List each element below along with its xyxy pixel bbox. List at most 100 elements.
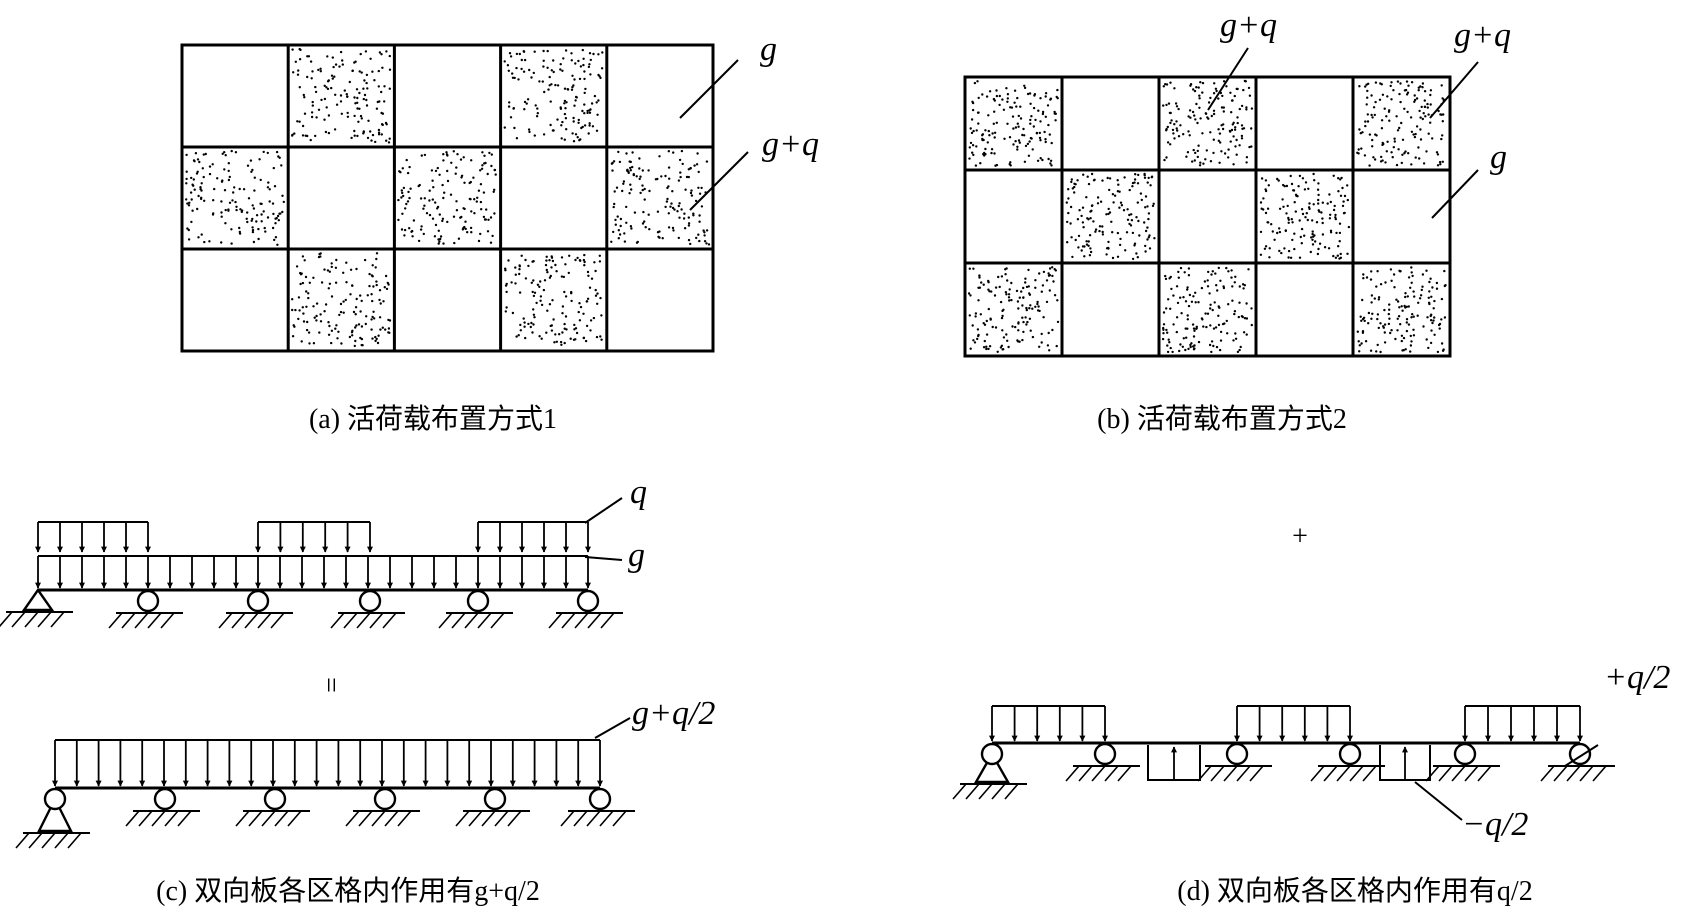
panel-d-label-plus: +q/2 xyxy=(1604,659,1670,696)
ground-hatch xyxy=(438,612,513,629)
panel-a-stippled-cell xyxy=(504,253,603,346)
panel-b-leader-gq-2 xyxy=(1429,61,1479,119)
panel-a-caption: (a) 活荷载布置方式1 xyxy=(309,403,557,435)
panel-a-stippled-cell xyxy=(503,48,604,143)
panel-a-stippled-cell xyxy=(291,47,392,144)
panel-a-stippled-cell xyxy=(291,252,392,348)
panel-a-live-load-cells xyxy=(185,47,711,348)
pin-support xyxy=(0,587,73,628)
panel-a-label-gq: g+q xyxy=(762,126,819,163)
ground-hatch xyxy=(345,810,420,827)
panel-c: q g g+q/2 = (c) 双向板各区格内作用有g+q/2 xyxy=(0,474,715,907)
panel-c-label-g: g xyxy=(628,537,645,574)
panel-b-label-g: g xyxy=(1490,139,1507,176)
panel-c-leader-q xyxy=(584,497,623,524)
pin-support xyxy=(15,787,90,849)
panel-d: +q/2 −q/2 + (d) 双向板各区格内作用有q/2 xyxy=(952,521,1670,907)
live-load-q xyxy=(35,521,151,553)
downward-load-plus-half-q xyxy=(1462,705,1583,742)
roller-support xyxy=(125,787,200,827)
ground-hatch xyxy=(455,810,530,827)
panel-c-leader-g-half-q xyxy=(594,717,631,739)
panel-a-label-g: g xyxy=(760,31,777,68)
panel-b-label-gq-1: g+q xyxy=(1220,7,1277,44)
roller-support xyxy=(560,787,635,827)
panel-a-stippled-cell xyxy=(610,149,711,246)
ground-hatch xyxy=(125,810,200,827)
panel-b-label-gq-2: g+q xyxy=(1454,17,1511,54)
roller-support xyxy=(1540,742,1615,782)
upward-load-minus-half-q xyxy=(1379,745,1431,781)
panel-c-label-q: q xyxy=(630,474,647,511)
roller-support xyxy=(235,787,310,827)
ground-hatch xyxy=(952,783,1027,800)
panel-d-leader-minus xyxy=(1414,781,1463,821)
panel-d-leader-plus xyxy=(1564,744,1599,767)
panel-d-label-minus: −q/2 xyxy=(1462,806,1528,843)
panel-b-slab-grid xyxy=(963,75,1452,358)
ground-hatch xyxy=(0,611,73,628)
roller-support xyxy=(345,787,420,827)
dead-load-g xyxy=(35,555,591,589)
ground-hatch xyxy=(15,832,90,849)
panel-b-stippled-cell xyxy=(1065,172,1156,261)
panel-c-original-beam xyxy=(0,521,623,629)
panel-a: g g+q (a) 活荷载布置方式1 xyxy=(180,31,819,435)
roller-support xyxy=(455,787,530,827)
downward-load-plus-half-q xyxy=(989,705,1108,742)
ground-hatch xyxy=(548,612,623,629)
roller-support xyxy=(548,589,623,629)
panel-b-stippled-cell xyxy=(968,80,1059,167)
panel-b-slab-outline xyxy=(963,75,1452,358)
panel-b-stippled-cell xyxy=(1161,266,1254,354)
panel-a-leader-g xyxy=(679,59,739,119)
panel-d-caption: (d) 双向板各区格内作用有q/2 xyxy=(1177,875,1532,907)
panel-b-stippled-cell xyxy=(967,266,1060,353)
panel-b-stippled-cell xyxy=(1162,79,1254,167)
roller-support xyxy=(218,589,293,629)
panel-b-leader-g xyxy=(1431,169,1479,219)
panel-a-slab-grid xyxy=(180,43,715,353)
ground-hatch xyxy=(218,612,293,629)
panel-b-leader-gq-1 xyxy=(1207,47,1249,111)
live-load-q xyxy=(255,521,373,553)
roller-support xyxy=(1197,742,1272,782)
panel-a-stippled-cell xyxy=(185,149,285,246)
roller-support xyxy=(1065,742,1140,782)
ground-hatch xyxy=(235,810,310,827)
pin-support xyxy=(952,742,1027,800)
ground-hatch xyxy=(1197,765,1272,782)
roller-support xyxy=(108,589,183,629)
panel-a-leader-gq xyxy=(689,151,749,211)
ground-hatch xyxy=(108,612,183,629)
ground-hatch xyxy=(1425,765,1500,782)
live-load-q xyxy=(475,521,591,553)
roller-support xyxy=(1425,742,1500,782)
panel-c-caption: (c) 双向板各区格内作用有g+q/2 xyxy=(156,875,540,907)
roller-support xyxy=(330,589,405,629)
panel-b-stippled-cell xyxy=(1356,266,1447,354)
half-load-g-half-q xyxy=(52,739,603,787)
panel-c-equivalent-beam xyxy=(15,739,635,849)
panel-d-antisymmetric-beam xyxy=(952,705,1615,800)
panel-b-stippled-cell xyxy=(1259,172,1351,260)
panel-b-live-load-cells xyxy=(967,79,1447,354)
panel-c-leader-g xyxy=(584,556,623,561)
panel-b-caption: (b) 活荷载布置方式2 xyxy=(1097,403,1347,435)
panel-b: g+q g+q g (b) 活荷载布置方式2 xyxy=(963,7,1511,435)
downward-load-plus-half-q xyxy=(1234,705,1353,742)
ground-hatch xyxy=(1540,765,1615,782)
panel-a-stippled-cell xyxy=(397,150,497,245)
panel-c-label-g-half-q: g+q/2 xyxy=(632,695,715,732)
panel-c-equals-sign: = xyxy=(315,677,346,693)
panel-a-slab-outline xyxy=(180,43,715,353)
ground-hatch xyxy=(1310,765,1385,782)
roller-support xyxy=(1310,742,1385,782)
ground-hatch xyxy=(330,612,405,629)
upward-load-minus-half-q xyxy=(1147,745,1201,781)
panel-b-stippled-cell xyxy=(1356,80,1446,167)
ground-hatch xyxy=(560,810,635,827)
panel-d-plus-sign: + xyxy=(1292,521,1308,552)
ground-hatch xyxy=(1065,765,1140,782)
